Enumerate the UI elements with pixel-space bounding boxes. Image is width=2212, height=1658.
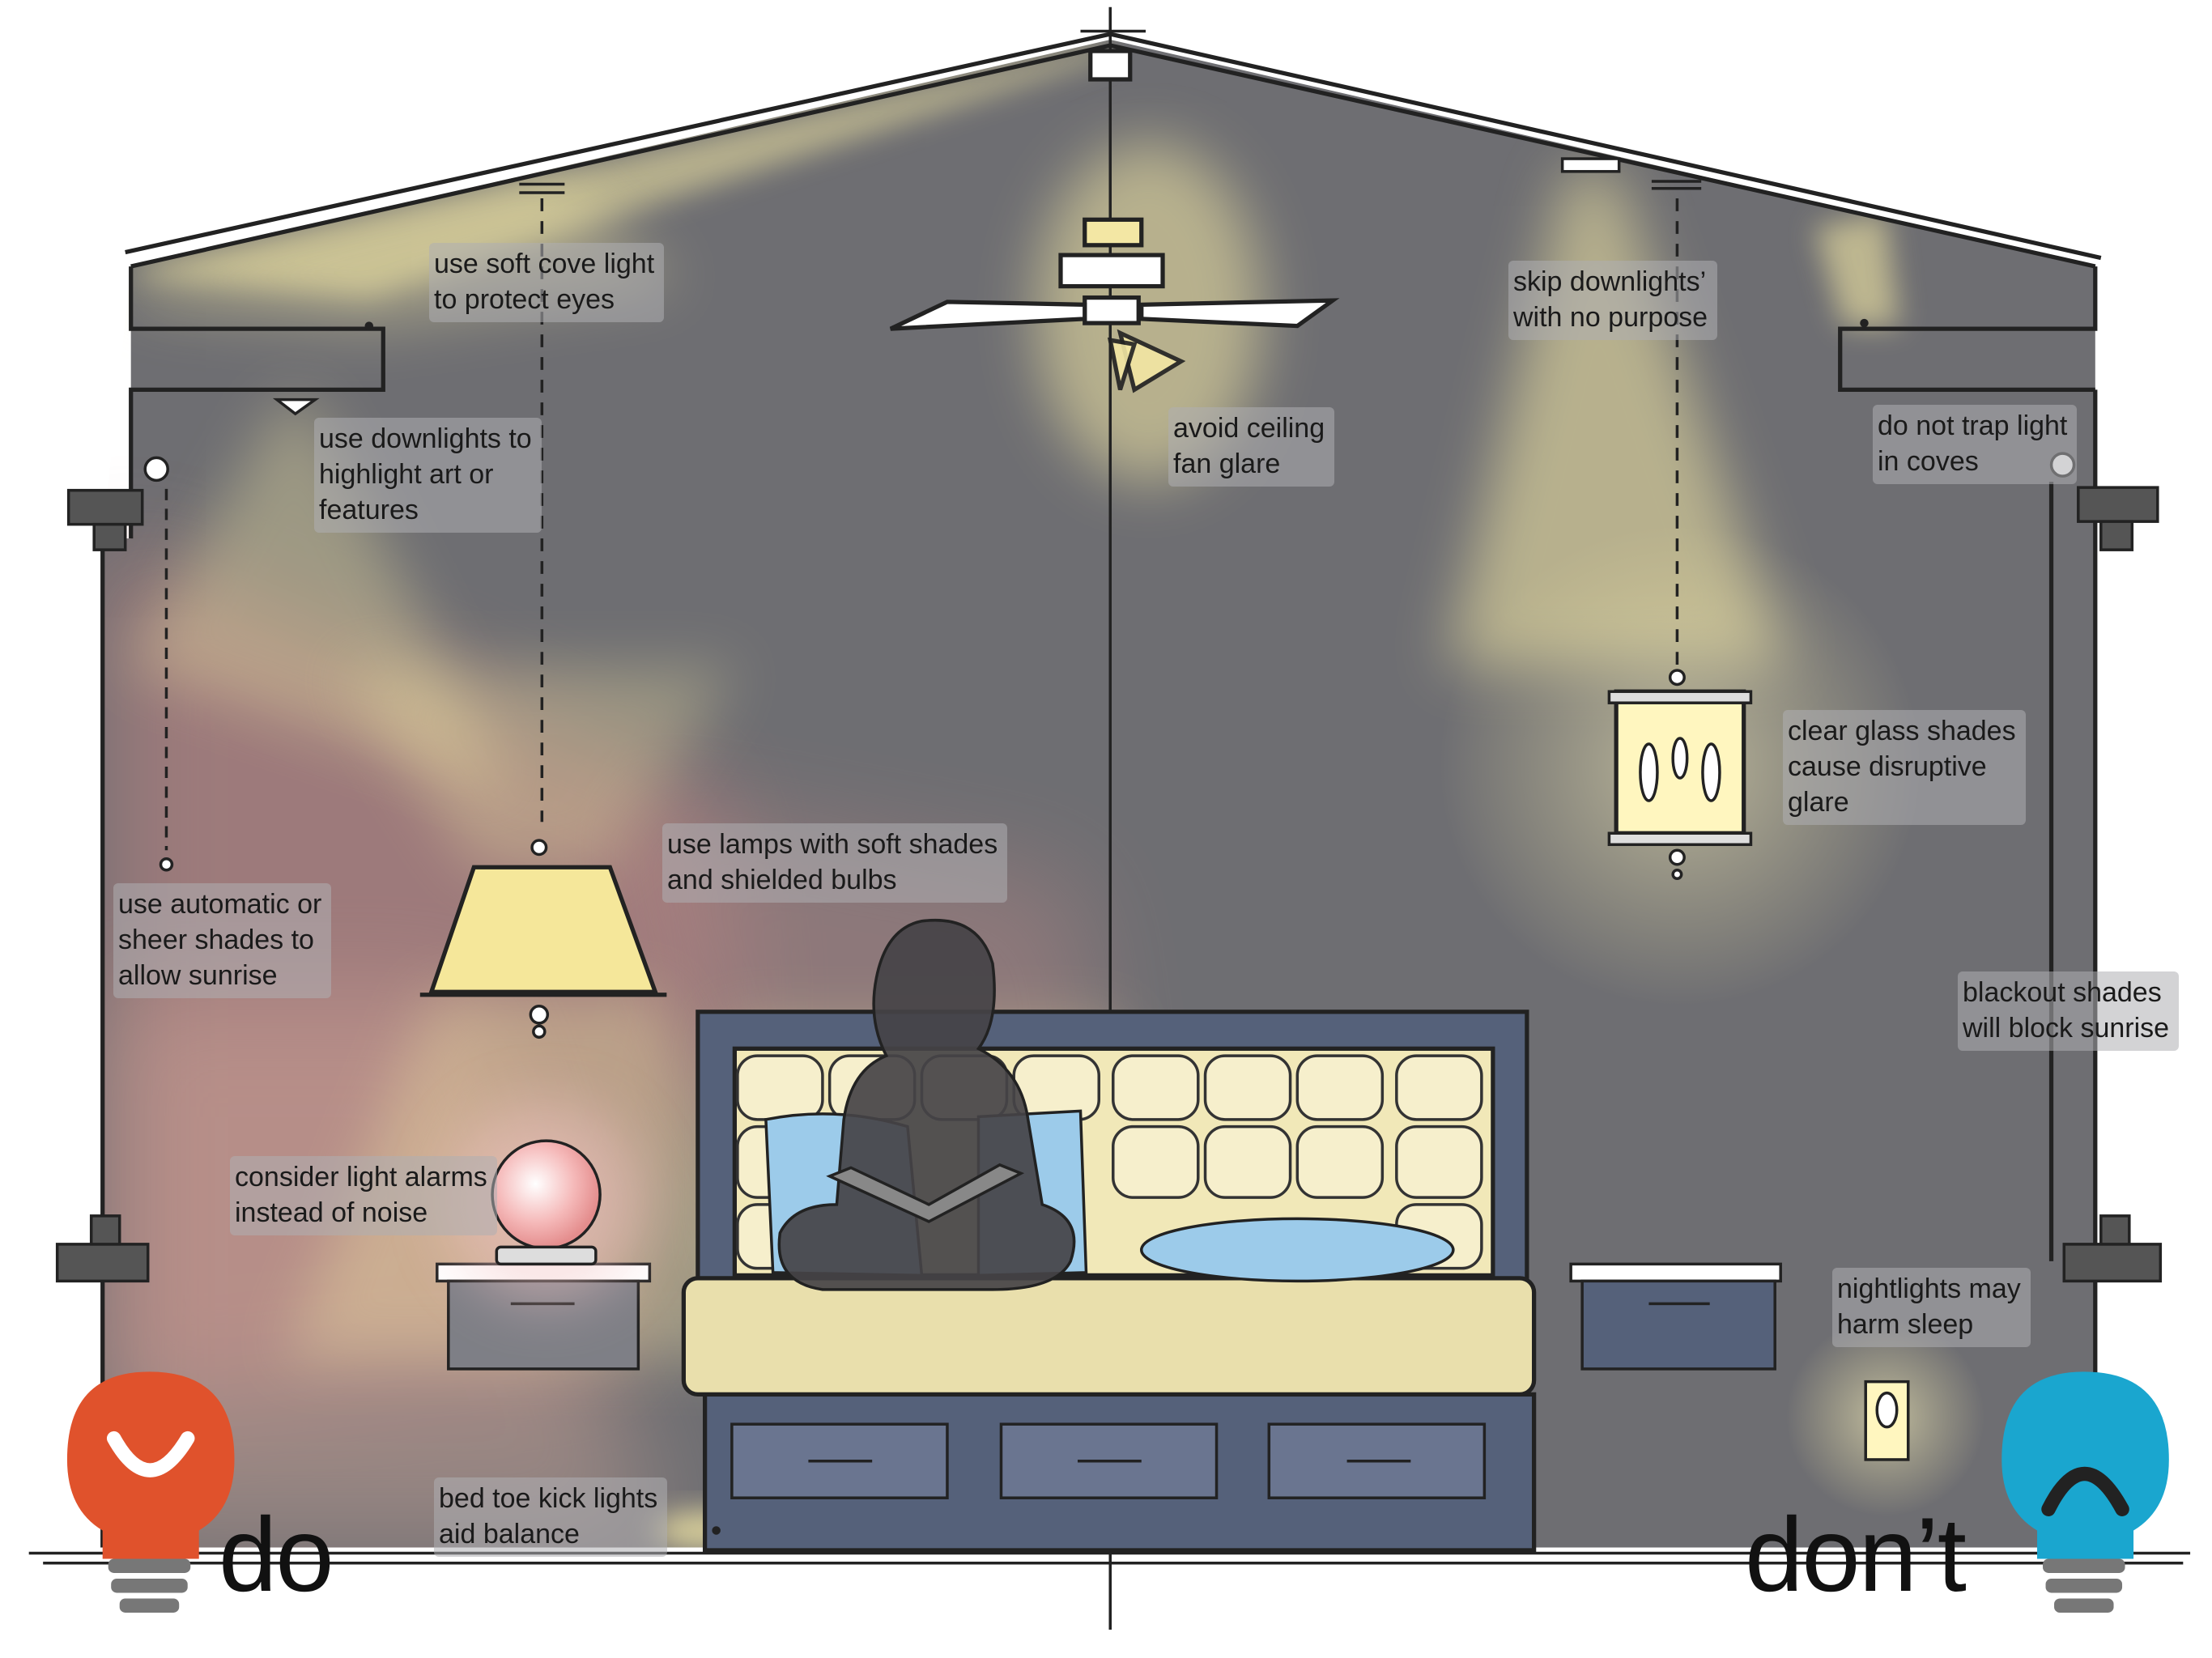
- dont-label: don’t: [1745, 1495, 1967, 1613]
- alarm-orb-icon: [447, 1102, 646, 1301]
- note-downlights-art: use downlights to highlight art or featu…: [314, 418, 542, 533]
- note-toe-kick: bed toe kick lights aid balance: [434, 1477, 668, 1557]
- note-nightlights: nightlights may harm sleep: [1832, 1268, 2031, 1347]
- note-trap-light: do not trap light in coves: [1873, 405, 2078, 484]
- pendant-lantern-icon: [1607, 180, 1753, 881]
- happy-bulb-icon: [66, 1371, 235, 1613]
- note-lamps-shades: use lamps with soft shades and shielded …: [662, 823, 1008, 903]
- note-automatic-shades: use automatic or sheer shades to allow s…: [113, 883, 332, 998]
- window-right: [2062, 486, 2163, 1283]
- toe-kick-light-icon: [712, 1526, 721, 1535]
- note-clear-glass: clear glass shades cause disruptive glar…: [1783, 710, 2026, 825]
- note-blackout-shades: blackout shades will block sunrise: [1958, 971, 2180, 1051]
- sad-bulb-icon: [2001, 1371, 2169, 1613]
- note-light-alarms: consider light alarms instead of noise: [230, 1156, 497, 1235]
- cord-pull-icon[interactable]: [159, 857, 174, 872]
- ceiling-fan-icon: [889, 217, 1340, 393]
- nightstand-right: [1569, 1262, 1782, 1371]
- note-ceiling-fan: avoid ceiling fan glare: [1168, 407, 1335, 487]
- window-left: [55, 488, 150, 1283]
- downlight-right-icon: [1560, 157, 1621, 173]
- note-skip-downlights: skip downlights’ with no purpose: [1508, 261, 1718, 340]
- note-cove-light: use soft cove light to protect eyes: [429, 243, 665, 322]
- do-label: do: [219, 1495, 334, 1613]
- person-reading: [777, 919, 1076, 1291]
- shade-roller-icon: [143, 456, 169, 483]
- downlight-left-icon: [272, 397, 320, 416]
- nightlight-icon: [1864, 1380, 1910, 1461]
- table-lamp-icon: [419, 182, 667, 1039]
